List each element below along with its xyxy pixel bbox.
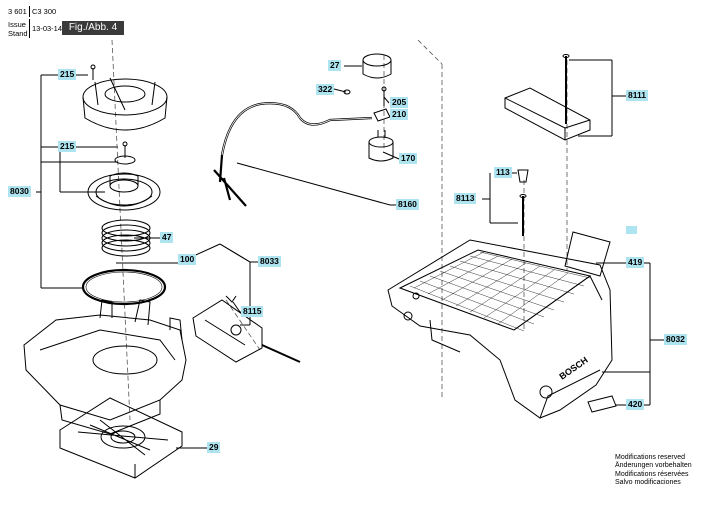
callout-205: 205: [390, 97, 409, 108]
note-en: Modifications reserved: [615, 454, 686, 461]
model-number: C3 300: [32, 7, 57, 16]
header-divider: [29, 6, 30, 17]
part-label-420: [587, 395, 617, 413]
part-cap: [362, 53, 392, 79]
callout-29: 29: [207, 442, 221, 453]
callout-210: 210: [390, 109, 409, 120]
part-small-cap: [114, 141, 136, 165]
housing-grid: [409, 251, 591, 332]
callout-8030: 8030: [8, 186, 31, 197]
part-switch-assembly: [192, 295, 301, 363]
part-screw-8113: [519, 194, 527, 236]
note-fr: Modifications réservées: [615, 470, 689, 478]
part-long-screw: [562, 54, 570, 124]
part-handle: [504, 87, 591, 141]
part-plug: [517, 169, 529, 183]
note-de: Änderungen vorbehalten: [615, 462, 692, 470]
part-o-ring: [81, 268, 167, 306]
color-swatch: [626, 226, 637, 234]
part-spring: [101, 219, 151, 257]
part-fan-disc: [87, 172, 161, 211]
part-sanding-pad: [59, 397, 183, 479]
issue-divider: [29, 19, 30, 38]
issue-date: 13-03-14: [32, 24, 63, 33]
part-label-419: [564, 231, 611, 277]
figure-badge: Fig./Abb. 4: [62, 21, 124, 35]
callout-27: 27: [328, 60, 342, 71]
callout-322: 322: [316, 84, 335, 95]
note-es: Salvo modificaciones: [615, 479, 681, 487]
part-housing-shell: [387, 239, 613, 419]
callout-8032: 8032: [664, 334, 687, 345]
callout-215: 215: [58, 141, 77, 152]
part-nut: [343, 89, 351, 95]
callout-419: 419: [626, 257, 645, 268]
callout-113: 113: [494, 167, 512, 178]
part-upper-housing: [82, 64, 168, 131]
part-screw-205: [381, 86, 387, 106]
callout-215-top: 215: [58, 69, 77, 80]
stand-label: Stand: [8, 29, 28, 38]
callout-8111: 8111: [626, 90, 648, 101]
bracket-8030: [36, 74, 118, 289]
part-base-housing: [23, 299, 187, 435]
alignment-lines: [111, 39, 568, 421]
callout-8033: 8033: [258, 256, 281, 267]
callout-170: 170: [399, 153, 418, 164]
callout-8115: 8115: [241, 306, 264, 317]
doc-number: 3 601: [8, 7, 27, 16]
callout-420: 420: [626, 399, 645, 410]
issue-label: Issue: [8, 20, 26, 29]
callout-100: 100: [178, 254, 197, 265]
callout-47: 47: [160, 232, 174, 243]
part-cable: [213, 102, 373, 207]
part-bracket-210: [373, 108, 391, 122]
modifications-notes: Modifications reserved Änderungen vorbeh…: [615, 454, 692, 488]
callout-8160: 8160: [396, 199, 419, 210]
part-capacitor: [368, 130, 394, 162]
callout-8113: 8113: [454, 193, 477, 204]
